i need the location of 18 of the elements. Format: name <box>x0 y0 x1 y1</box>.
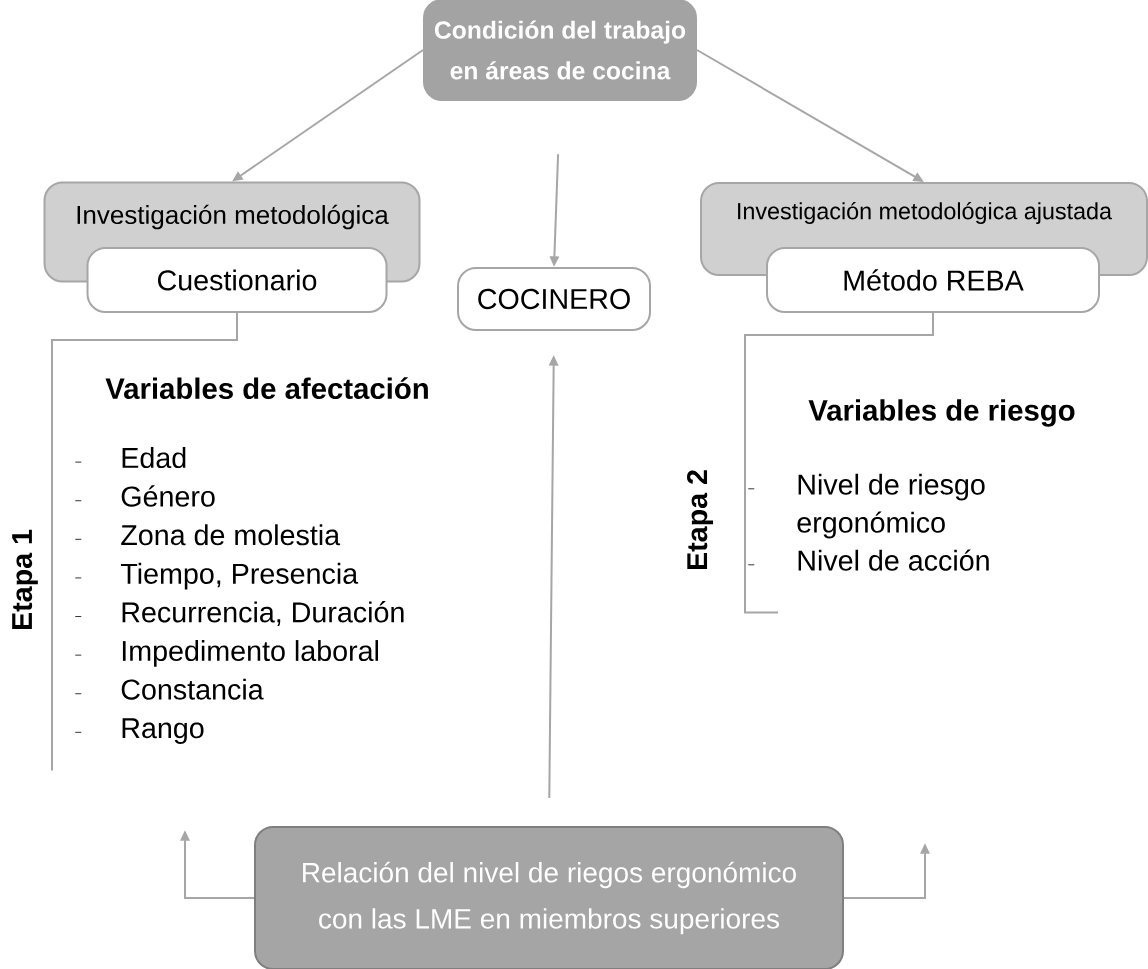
box-text: Método REBA <box>844 269 1024 291</box>
process-box <box>86 247 388 313</box>
process-box <box>457 267 651 331</box>
box-text: COCINERO <box>478 288 630 310</box>
box-text: Cuestionario <box>158 269 317 291</box>
process-box <box>766 247 1100 313</box>
connector-line <box>744 312 934 614</box>
stage-label: Etapa 1 <box>12 529 38 630</box>
variable-list: Variables de afectación Edad Género Zona de molestia Tiempo, Presencia Recurrencia, Duración Impedimento laboral Constancia Rango <box>74 377 428 744</box>
box-text: Investigación metodológica ajustada <box>738 201 1112 224</box>
box-text: Condición del trabajo en áreas de cocina <box>434 20 686 80</box>
box-text: Investigación metodológica <box>77 204 389 230</box>
variable-list: Variables de riesgo Nivel de riesgo ergonómico Nivel de acción <box>747 399 1075 571</box>
connector-line <box>51 312 238 772</box>
box-text: Relación del nivel de riegos ergonómico con las LME en miembros superiores <box>303 861 796 935</box>
title-box <box>423 0 697 101</box>
stage-label: Etapa 2 <box>687 470 713 570</box>
result-box <box>254 826 844 969</box>
